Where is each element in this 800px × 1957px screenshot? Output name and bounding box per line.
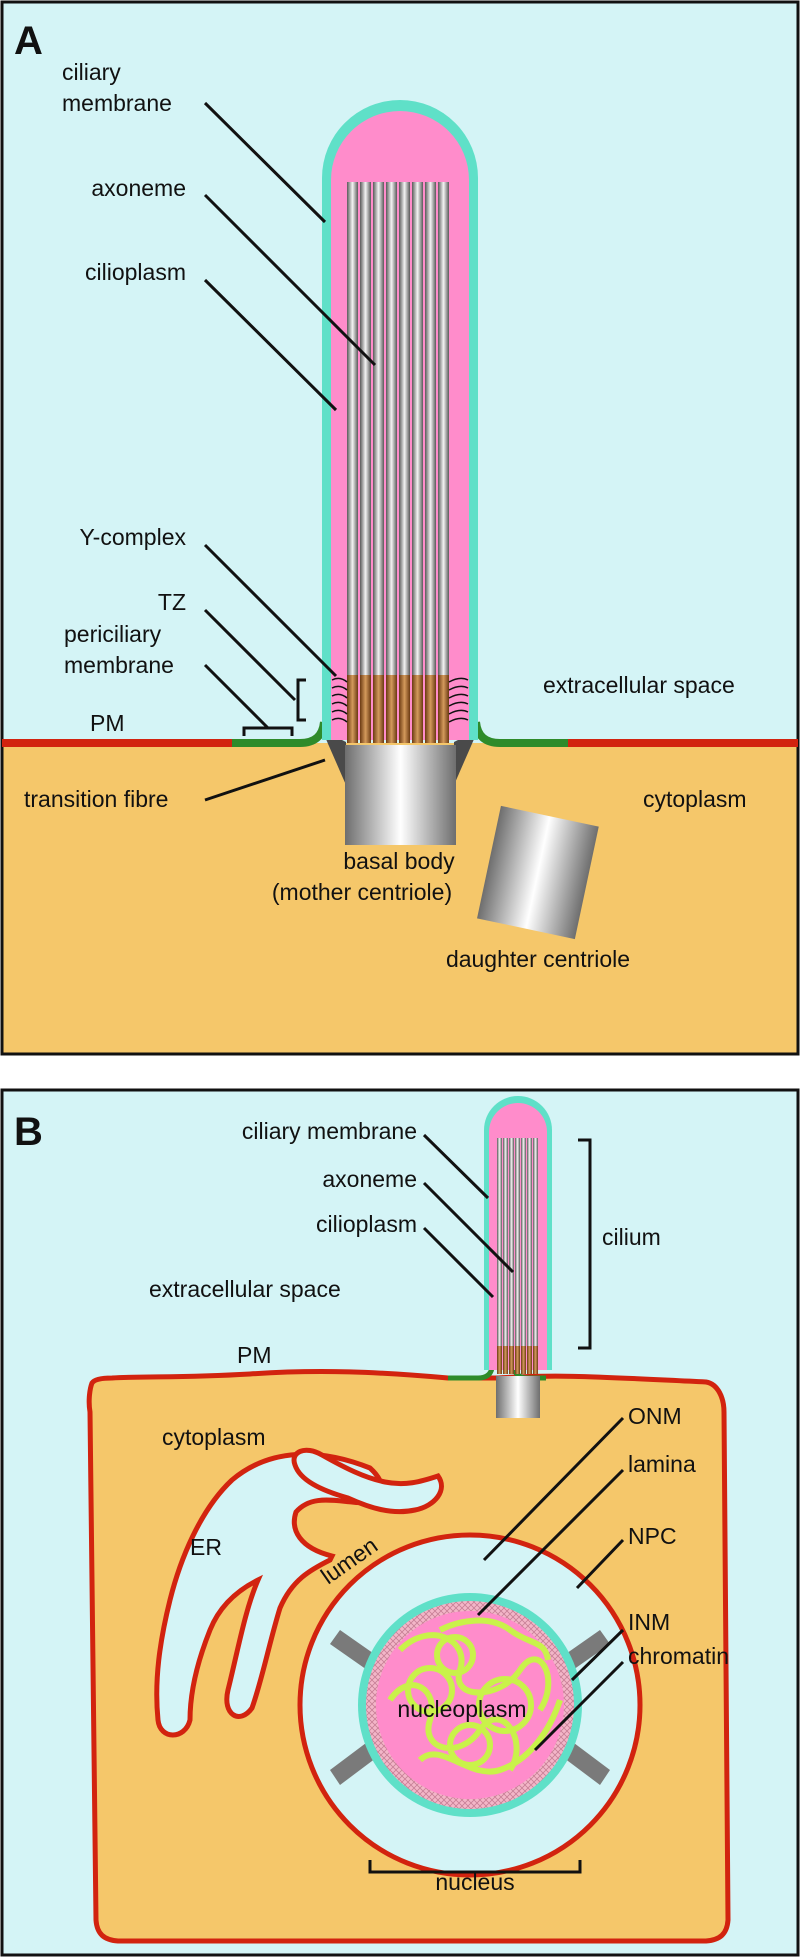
daughter-centriole bbox=[477, 805, 599, 940]
label-basal-body-1: basal body bbox=[343, 848, 455, 874]
leader-lamina bbox=[476, 1468, 625, 1617]
leader-npc bbox=[575, 1538, 625, 1590]
leader-ciliary-membrane-b bbox=[422, 1133, 490, 1200]
label-lamina: lamina bbox=[628, 1451, 696, 1477]
label-extracellular-space-a: extracellular space bbox=[543, 672, 735, 698]
label-er: ER bbox=[190, 1534, 222, 1560]
label-y-complex: Y-complex bbox=[79, 524, 186, 550]
panel-a-letter: A bbox=[14, 19, 43, 63]
leader-inm bbox=[570, 1628, 625, 1682]
label-basal-body-2: (mother centriole) bbox=[272, 879, 452, 905]
label-daughter-centriole: daughter centriole bbox=[446, 946, 630, 972]
label-transition-fibre: transition fibre bbox=[24, 786, 168, 812]
transition-zone bbox=[347, 675, 449, 743]
label-cilioplasm: cilioplasm bbox=[85, 259, 186, 285]
panel-b-letter: B bbox=[14, 1110, 43, 1154]
leader-axoneme-b bbox=[422, 1181, 515, 1274]
leader-chromatin bbox=[533, 1660, 625, 1752]
label-nucleus: nucleus bbox=[435, 1869, 514, 1895]
leader-transition-fibre bbox=[204, 758, 326, 802]
label-ciliary-membrane-b: ciliary membrane bbox=[242, 1118, 417, 1144]
label-extracellular-space-b: extracellular space bbox=[149, 1276, 341, 1302]
transition-fibre-right bbox=[454, 730, 478, 785]
label-chromatin: chromatin bbox=[628, 1643, 729, 1669]
label-pm-b: PM bbox=[237, 1342, 272, 1368]
axoneme-b bbox=[497, 1138, 538, 1346]
label-npc: NPC bbox=[628, 1523, 677, 1549]
label-cilium: cilium bbox=[602, 1224, 661, 1250]
label-cytoplasm-a: cytoplasm bbox=[643, 786, 747, 812]
leader-cilioplasm bbox=[203, 278, 338, 412]
y-complex-links bbox=[331, 677, 469, 723]
label-ciliary-membrane-1: ciliary bbox=[62, 59, 121, 85]
nucleus-bracket bbox=[368, 1860, 582, 1874]
basal-body bbox=[345, 745, 456, 845]
label-nucleoplasm: nucleoplasm bbox=[397, 1696, 526, 1722]
label-cytoplasm-b: cytoplasm bbox=[162, 1424, 266, 1450]
periciliary-bracket bbox=[242, 726, 294, 736]
label-periciliary-1: periciliary bbox=[64, 621, 162, 647]
cilium-bracket bbox=[578, 1138, 592, 1350]
axoneme bbox=[347, 182, 449, 675]
leader-y-complex bbox=[203, 543, 338, 678]
panel-a-frame bbox=[0, 0, 800, 1056]
leader-cilioplasm-b bbox=[422, 1226, 495, 1299]
transition-zone-b bbox=[497, 1346, 538, 1374]
label-ciliary-membrane-2: membrane bbox=[62, 90, 172, 116]
label-inm: INM bbox=[628, 1609, 670, 1635]
label-onm: ONM bbox=[628, 1403, 682, 1429]
leader-ciliary-membrane bbox=[203, 101, 327, 224]
leader-periciliary bbox=[203, 663, 270, 730]
leader-onm bbox=[482, 1416, 625, 1562]
label-axoneme: axoneme bbox=[91, 175, 186, 201]
transition-fibre-left bbox=[322, 730, 346, 785]
leader-tz bbox=[203, 608, 297, 702]
label-cilioplasm-b: cilioplasm bbox=[316, 1211, 417, 1237]
basal-body-b bbox=[496, 1376, 540, 1418]
label-axoneme-b: axoneme bbox=[322, 1166, 417, 1192]
label-pm-a: PM bbox=[90, 710, 125, 736]
label-periciliary-2: membrane bbox=[64, 652, 174, 678]
leader-axoneme bbox=[203, 193, 377, 367]
endoplasmic-reticulum bbox=[154, 1447, 444, 1738]
panel-b: B ciliary membrane axoneme cilioplasm ci… bbox=[0, 1088, 800, 1957]
tz-bracket bbox=[296, 678, 306, 722]
chromatin bbox=[387, 1617, 563, 1775]
label-tz: TZ bbox=[158, 589, 186, 615]
panel-a: A ciliary membrane axoneme cilioplasm Y-… bbox=[0, 0, 800, 1056]
